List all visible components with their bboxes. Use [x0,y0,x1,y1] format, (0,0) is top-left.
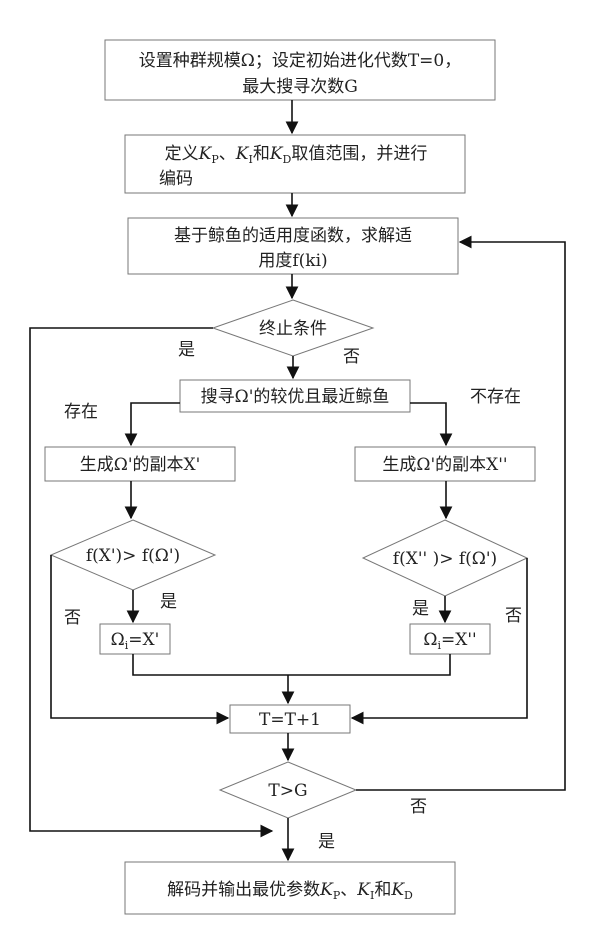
arrow-compare-no-loop [356,242,565,790]
fitness-text-line2: 用度f(ki) [258,251,327,271]
assign-right-text: Ωi=X'' [423,630,476,652]
label-yes-compare: 是 [318,832,335,852]
assign-left-text: Ωi=X' [111,630,160,652]
gen-left-text: 生成Ω'的副本X' [80,455,201,475]
label-yes-right: 是 [412,599,429,619]
search-text: 搜寻Ω'的较优且最近鲸鱼 [201,387,390,407]
cond-right-text: f(X'' )> f(Ω') [393,549,497,569]
label-exists: 存在 [64,402,98,422]
label-yes-terminate: 是 [178,340,195,360]
cond-left-text: f(X')> f(Ω') [86,546,180,566]
label-not-exists: 不存在 [470,387,521,407]
label-no-left: 否 [64,608,81,628]
increment-text: T=T+1 [259,710,321,730]
label-yes-left: 是 [160,592,177,612]
define-text-line2: 编码 [159,169,193,189]
init-text-line1: 设置种群规模Ω；设定初始进化代数T=0， [139,51,462,71]
compare-text: T>G [268,781,307,801]
output-text: 解码并输出最优参数KP、KI和KD [167,880,413,902]
define-text-line1: 定义KP、KI和KD取值范围，并进行 [165,144,428,166]
label-no-compare: 否 [410,797,427,817]
merge-line [133,654,450,675]
arrow-search-to-gen-right [410,403,446,445]
label-no-terminate: 否 [343,347,360,367]
init-text-line2: 最大搜寻次数G [242,77,358,97]
gen-right-text: 生成Ω'的副本X'' [382,455,507,475]
arrow-search-to-gen-left [131,403,180,445]
terminate-text: 终止条件 [259,319,327,339]
fitness-text-line1: 基于鲸鱼的适用度函数，求解适 [174,226,412,246]
label-no-right: 否 [505,606,522,626]
